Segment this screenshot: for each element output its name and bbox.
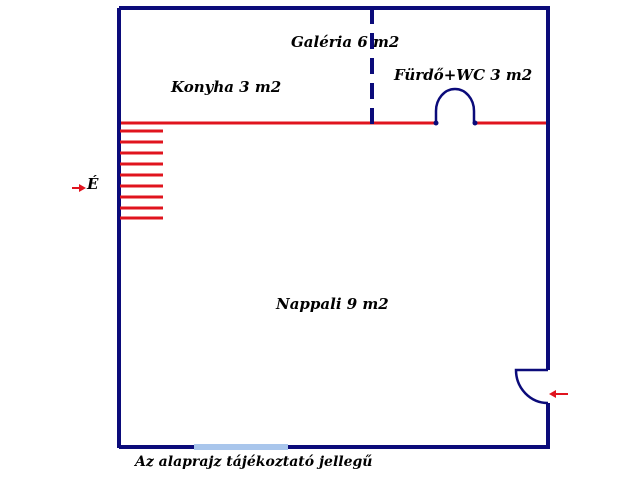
entrance-door-icon: [514, 368, 549, 405]
room-label-nappali: Nappali 9 m2: [275, 295, 389, 313]
north-arrow-icon: [72, 184, 86, 192]
window: [194, 444, 288, 450]
stairs-icon: [120, 129, 163, 220]
room-label-furdo: Fürdő+WC 3 m2: [393, 66, 532, 84]
outer-walls: [117, 6, 550, 449]
entrance-arrow-icon: [549, 390, 568, 398]
room-label-galeria: Galéria 6 m2: [291, 33, 399, 51]
room-label-konyha: Konyha 3 m2: [170, 78, 281, 96]
north-label: É: [86, 175, 99, 193]
door-swing-icon: [433, 87, 478, 126]
footnote: Az alaprajz tájékoztató jellegű: [133, 454, 372, 470]
